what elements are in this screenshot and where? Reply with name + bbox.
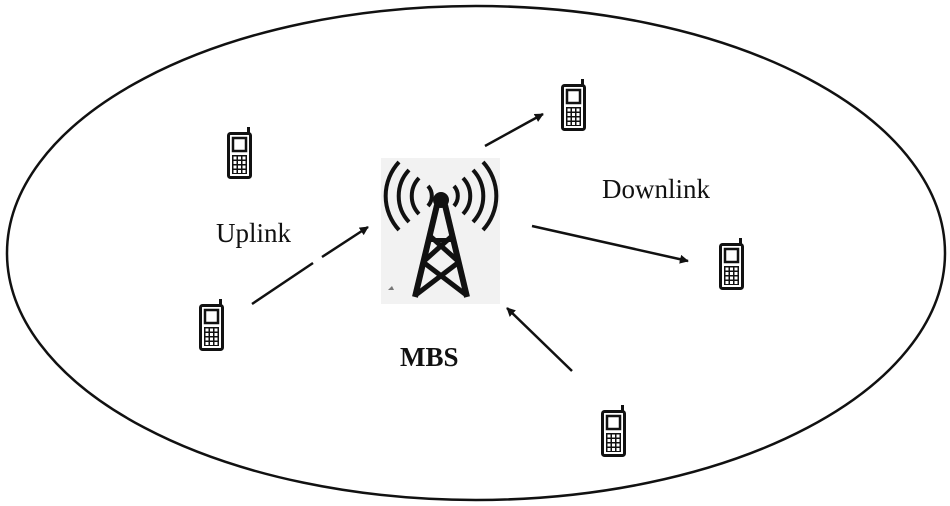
downlink-arrow (484, 112, 544, 148)
antenna-tower-icon (381, 158, 500, 304)
downlink-arrow (531, 224, 689, 264)
mobile-phone-icon (601, 403, 626, 457)
mobile-phone-icon (227, 125, 252, 179)
uplink-arrow (251, 225, 369, 306)
downlink-label: Downlink (602, 174, 710, 204)
base-station-label: MBS (400, 342, 459, 372)
mobile-phone-icon (719, 236, 744, 290)
uplink-label: Uplink (216, 218, 292, 248)
uplink-arrow (506, 307, 573, 372)
mobile-phone-icon (199, 297, 224, 351)
mobile-phone-icon (561, 77, 586, 131)
coverage-ellipse (5, 4, 947, 502)
